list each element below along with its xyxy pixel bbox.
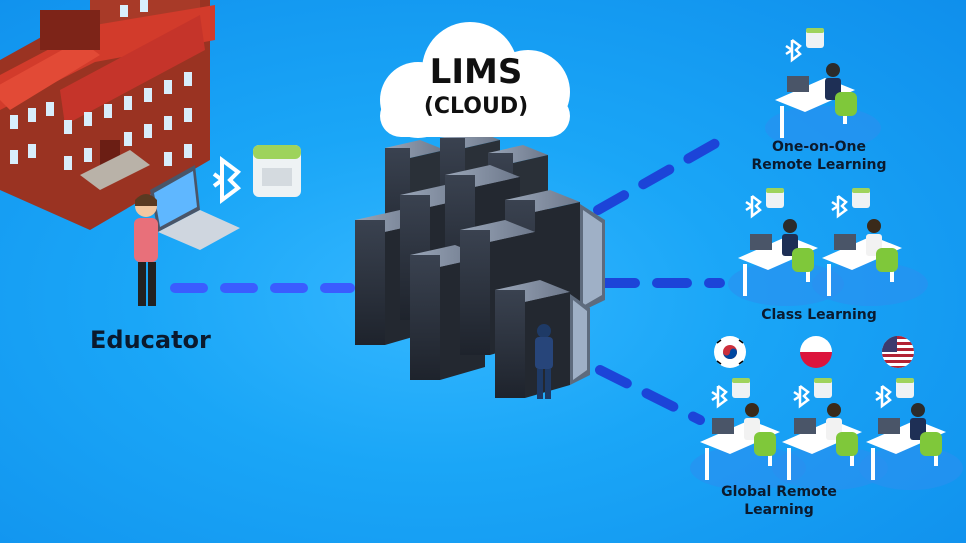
cloud-title: LIMS <box>429 52 523 92</box>
educator-person <box>134 194 158 306</box>
bluetooth-icon <box>745 195 762 219</box>
device-icon <box>806 28 824 48</box>
usa-flag <box>882 336 914 368</box>
mode-label-class: Class Learning <box>719 306 919 324</box>
bluetooth-icon <box>711 385 728 409</box>
cloud-shape <box>380 22 570 138</box>
mode-label-line: Learning <box>744 502 814 518</box>
student-desk <box>690 403 806 490</box>
server-racks <box>355 130 605 399</box>
technician <box>535 324 553 399</box>
device-icon <box>896 378 914 398</box>
bluetooth-icon <box>785 39 802 63</box>
bluetooth-icon <box>793 385 810 409</box>
server-rack <box>495 280 590 398</box>
mode-label-one-on-one: One-on-One Remote Learning <box>719 138 919 174</box>
student-desk <box>859 403 963 490</box>
student-desk <box>772 403 888 490</box>
student-desks <box>690 28 963 490</box>
poland-flag <box>800 336 832 368</box>
school-building <box>0 0 215 230</box>
bluetooth-icon <box>831 195 848 219</box>
mode-label-line: Remote Learning <box>751 157 887 173</box>
educator-label: Educator <box>90 326 211 354</box>
educator-device-bluetooth <box>212 145 301 204</box>
bluetooth-icon <box>875 385 892 409</box>
south-korea-flag <box>714 336 746 368</box>
mode-label-line: Global Remote <box>721 484 837 500</box>
device-icon <box>814 378 832 398</box>
cloud-subtitle: (CLOUD) <box>423 94 529 119</box>
student-desk <box>728 219 844 306</box>
mode-label-global: Global Remote Learning <box>679 483 879 519</box>
mode-label-line: One-on-One <box>772 139 866 155</box>
student-desk <box>812 219 928 306</box>
educator-laptop <box>150 165 240 250</box>
device-icon <box>852 188 870 208</box>
mode-label-line: Class Learning <box>761 307 877 323</box>
student-desk <box>765 63 881 150</box>
device-icon <box>732 378 750 398</box>
connectors <box>170 130 735 425</box>
device-icon <box>766 188 784 208</box>
